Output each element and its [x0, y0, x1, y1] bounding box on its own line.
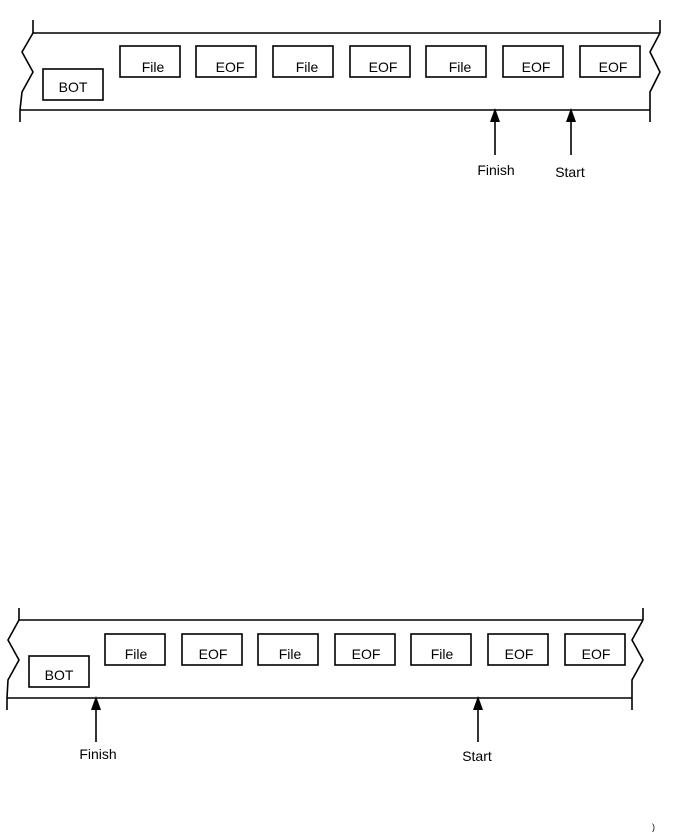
tape-block-label: EOF — [216, 59, 245, 75]
finish-label: Finish — [79, 746, 116, 762]
tape-block-file — [425, 45, 487, 78]
start-arrow-head — [473, 696, 483, 710]
start-label: Start — [462, 748, 492, 764]
finish-label: Finish — [477, 162, 514, 178]
finish-arrow-head — [490, 108, 500, 122]
tape-block-label: EOF — [352, 646, 381, 662]
tape-block-eof — [349, 45, 411, 78]
tape-block-file — [119, 45, 181, 78]
tape-block-bot — [28, 655, 90, 688]
tape-block-eof — [502, 45, 564, 78]
tape-break-right — [631, 619, 644, 698]
tape-block-label: BOT — [45, 667, 74, 683]
finish-arrow-head — [91, 696, 101, 710]
tape-break-right — [649, 32, 661, 110]
tape-block-label: File — [431, 646, 454, 662]
tape-break-left — [19, 32, 34, 111]
tape-block-file — [257, 633, 319, 666]
tape-block-eof — [487, 633, 549, 666]
start-arrow-head — [566, 108, 576, 122]
tape-block-label: File — [125, 646, 148, 662]
tape-block-label: EOF — [199, 646, 228, 662]
tape-diagram-2-labels: BOT File EOF File EOF File EOF EOF Finis… — [45, 646, 611, 764]
tape-block-label: File — [296, 59, 319, 75]
tape-diagram-1-arrowheads — [490, 108, 576, 122]
tape-block-bot — [42, 68, 104, 101]
tape-block-eof — [181, 633, 243, 666]
tape-block-label: File — [279, 646, 302, 662]
tape-block-file — [410, 633, 472, 666]
tape-block-eof — [579, 45, 641, 78]
tape-block-label: EOF — [522, 59, 551, 75]
tape-block-label: File — [142, 59, 165, 75]
tape-block-file — [272, 45, 334, 78]
tape-block-label: File — [449, 59, 472, 75]
tape-diagram-1 — [19, 20, 661, 155]
tape-block-label: EOF — [599, 59, 628, 75]
tape-diagram-2-arrowheads — [91, 696, 483, 710]
tape-diagram-2 — [6, 608, 644, 742]
tape-block-label: EOF — [369, 59, 398, 75]
tape-diagram-1-labels: BOT File EOF File EOF File EOF EOF Finis… — [59, 59, 628, 180]
tape-block-file — [104, 633, 166, 666]
tape-block-label: EOF — [582, 646, 611, 662]
tape-block-label: BOT — [59, 79, 88, 95]
start-label: Start — [555, 164, 585, 180]
tape-block-eof — [195, 45, 257, 78]
tape-block-label: EOF — [505, 646, 534, 662]
footer-mark: ) — [652, 822, 655, 832]
tape-block-eof — [334, 633, 396, 666]
tape-block-eof — [564, 633, 626, 666]
tape-break-left — [6, 619, 20, 699]
